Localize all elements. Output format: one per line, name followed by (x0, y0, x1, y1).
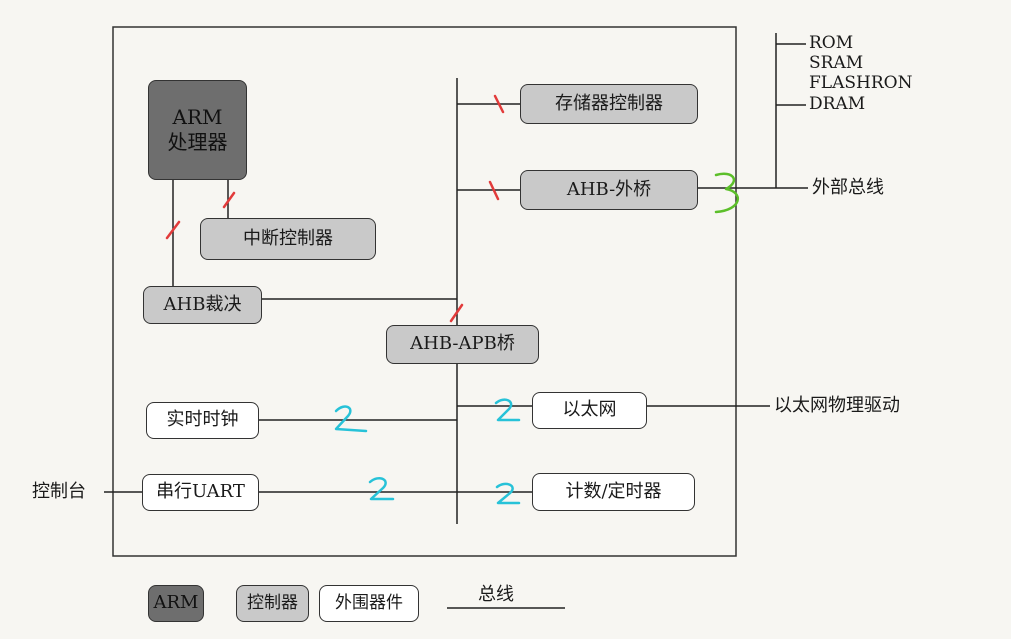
legend-bus-label: 总线 (478, 584, 514, 605)
mark-1-ext-bridge-link (488, 180, 500, 201)
legend-arm-box: ARM (148, 585, 204, 622)
legend-peripheral-box: 外围器件 (319, 585, 419, 622)
memory-label-rom: ROM (809, 33, 854, 53)
memory-label-dram: DRAM (809, 94, 866, 114)
timer-box: 计数/定时器 (532, 473, 695, 511)
mark-1-arm-interrupt (222, 191, 236, 209)
mark-1-memory-link (493, 94, 505, 114)
external-bus-label: 外部总线 (812, 177, 884, 198)
memory-label-sram: SRAM (809, 53, 864, 73)
mark-2-rtc-link (334, 405, 368, 433)
ahb-arbiter-box: AHB裁决 (143, 286, 262, 324)
mark-2-uart-link (368, 477, 395, 501)
rtc-box: 实时时钟 (146, 402, 259, 439)
mark-1-bridge-link (449, 303, 464, 323)
memory-label-flash: FLASHRON (809, 73, 913, 93)
arm-processor-label-line1: ARM (172, 105, 223, 129)
arm-processor-box: ARM 处理器 (148, 80, 247, 180)
memory-controller-box: 存储器控制器 (520, 84, 698, 124)
arm-processor-label-line2: 处理器 (167, 130, 228, 154)
console-label: 控制台 (32, 481, 86, 502)
legend-controller-box: 控制器 (236, 585, 309, 622)
soc-boundary (112, 26, 737, 557)
uart-box: 串行UART (142, 474, 259, 511)
ethernet-box: 以太网 (532, 392, 647, 429)
mark-3-external-bus (714, 172, 739, 214)
ahb-apb-bridge-box: AHB-APB桥 (386, 325, 539, 364)
ahb-ext-bridge-box: AHB-外桥 (520, 170, 698, 210)
mark-2-ethernet-link (494, 398, 521, 422)
mark-2-timer-link (495, 482, 521, 505)
ethernet-phy-label: 以太网物理驱动 (774, 395, 900, 416)
interrupt-controller-box: 中断控制器 (200, 218, 376, 260)
mark-1-arm-arbiter (165, 220, 181, 240)
